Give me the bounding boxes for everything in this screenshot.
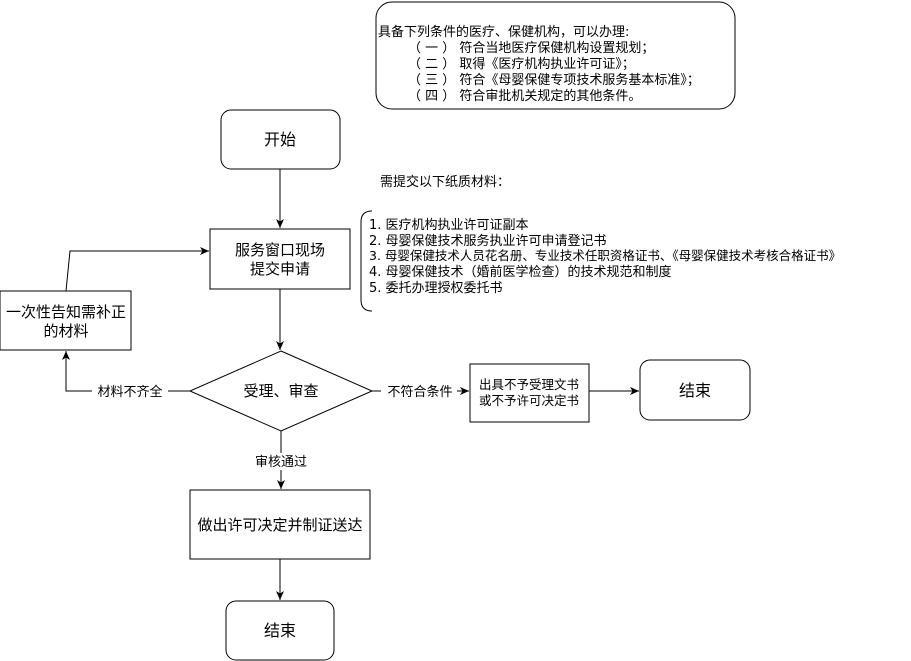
- material-item: 2. 母婴保健技术服务执业许可申请登记书: [369, 233, 607, 249]
- approve-label: 做出许可决定并制证送达: [197, 516, 362, 534]
- start-node: 开始: [220, 109, 341, 170]
- end-node-right: 结束: [639, 359, 751, 421]
- edge-label-not-qualified: 不符合条件: [387, 384, 452, 400]
- reject-doc-line1: 出具不予受理文书: [479, 377, 579, 392]
- material-item: 3. 母婴保健技术人员花名册、专业技术任职资格证书、《母婴保健技术考核合格证书》: [369, 248, 841, 263]
- edge-label-incomplete: 材料不齐全: [97, 384, 162, 400]
- material-item: 1. 医疗机构执业许可证副本: [369, 218, 529, 233]
- edge-label-bg: [92, 383, 168, 399]
- condition-item: （ 二 ） 取得《医疗机构执业许可证》；: [408, 56, 635, 72]
- condition-item: （ 四 ） 符合审批机关规定的其他条件。: [408, 88, 641, 104]
- materials-title: 需提交以下纸质材料：: [380, 174, 510, 190]
- material-item: 5. 委托办理授权委托书: [369, 280, 503, 296]
- materials-annotation: 需提交以下纸质材料： 1. 医疗机构执业许可证副本 2. 母婴保健技术服务执业许…: [360, 174, 841, 312]
- submit-node: 服务窗口现场 提交申请: [209, 228, 351, 290]
- approve-node: 做出许可决定并制证送达: [189, 489, 371, 560]
- end-right-label: 结束: [679, 381, 711, 400]
- conditions-title: 具备下列条件的医疗、保健机构，可以办理:: [378, 24, 629, 40]
- review-label: 受理、审查: [243, 382, 318, 400]
- reject-doc-line2: 或不予许可决定书: [479, 393, 579, 408]
- condition-item: （ 三 ） 符合《母婴保健专项技术服务基本标准》；: [408, 72, 700, 88]
- edge-label-bg: [246, 453, 316, 470]
- end-node-bottom: 结束: [225, 600, 335, 661]
- materials-brace: [360, 210, 373, 312]
- review-decision: 受理、审查: [188, 350, 374, 432]
- submit-label-line2: 提交申请: [250, 260, 310, 278]
- edge-notify-to-submit: [65, 247, 209, 292]
- end-bottom-label: 结束: [264, 621, 296, 640]
- notify-node: 一次性告知需补正 的材料: [0, 290, 132, 351]
- condition-item: （ 一 ） 符合当地医疗保健机构设置规划；: [408, 40, 654, 56]
- notify-label-line1: 一次性告知需补正: [6, 303, 126, 321]
- material-item: 4. 母婴保健技术（婚前医学检查）的技术规范和制度: [369, 264, 672, 280]
- edge-label-passed: 审核通过: [255, 455, 307, 470]
- submit-label-line1: 服务窗口现场: [235, 241, 325, 259]
- edge-label-bg: [381, 383, 457, 399]
- conditions-box: 具备下列条件的医疗、保健机构，可以办理: （ 一 ） 符合当地医疗保健机构设置规…: [375, 1, 736, 110]
- reject-doc-node: 出具不予受理文书 或不予许可决定书: [469, 363, 590, 423]
- notify-label-line2: 的材料: [43, 322, 88, 340]
- start-label: 开始: [264, 130, 296, 149]
